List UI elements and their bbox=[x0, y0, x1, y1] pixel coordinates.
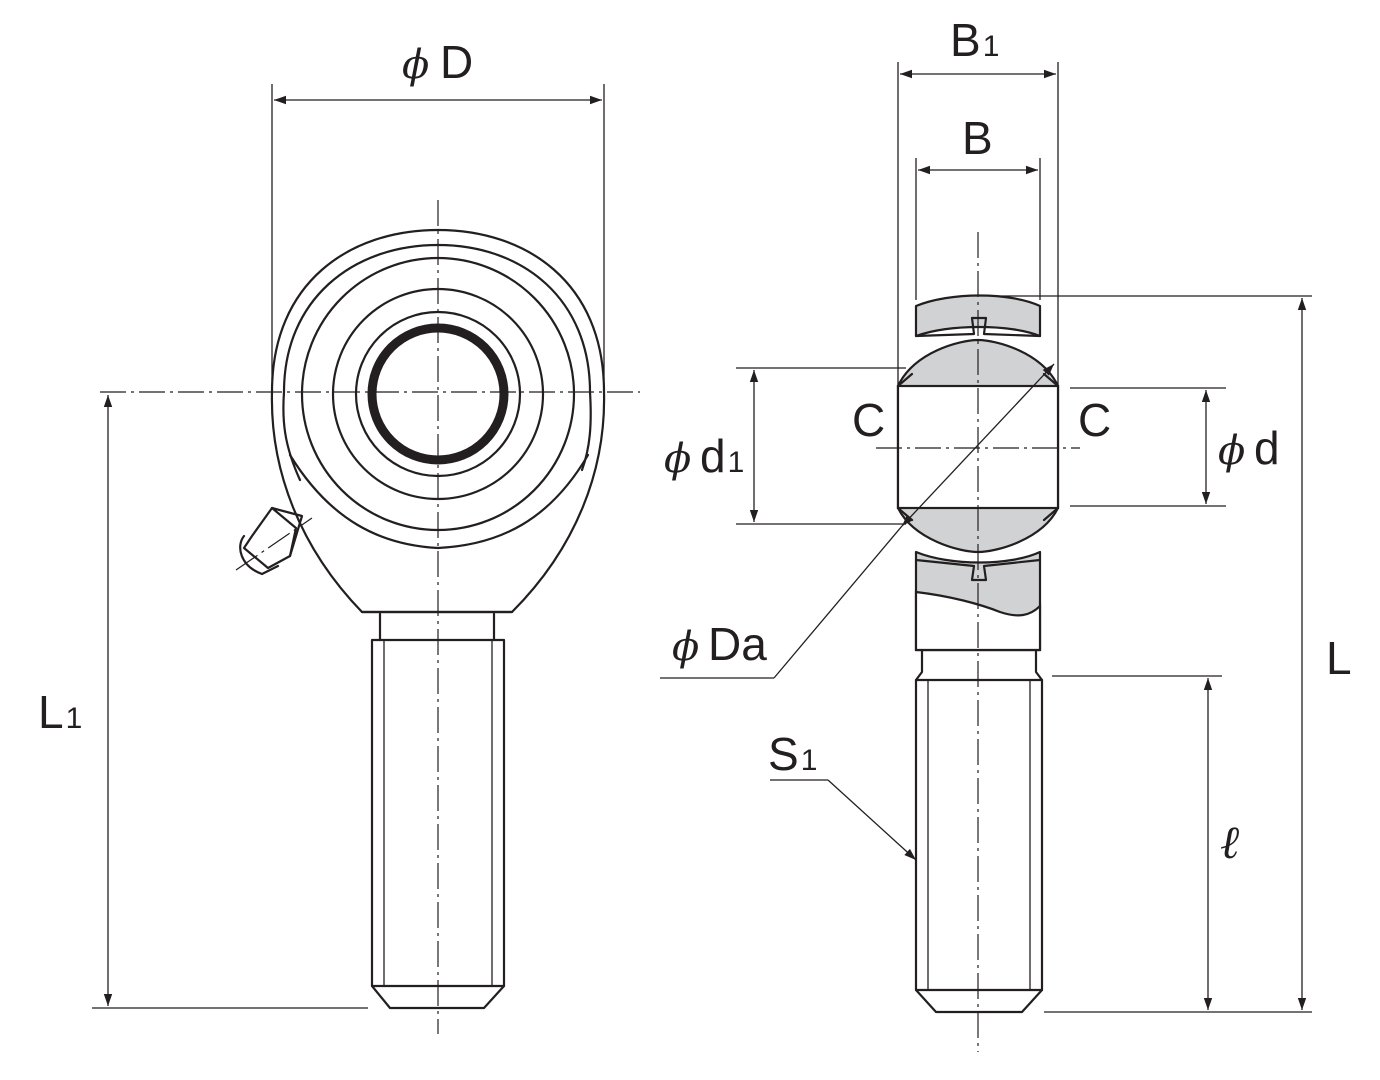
front-view bbox=[100, 200, 640, 1034]
label-B: B bbox=[962, 112, 993, 164]
dimension-Da: ϕ Da bbox=[660, 363, 1055, 679]
side-threaded-shank bbox=[914, 648, 1044, 1014]
housing-top-groove bbox=[914, 316, 1042, 338]
leader-S1: S1 bbox=[768, 728, 917, 861]
phi-symbol: ϕ bbox=[664, 436, 691, 482]
dimension-d: ϕ d bbox=[1070, 387, 1280, 507]
label-D: D bbox=[440, 36, 473, 88]
phi-symbol: ϕ bbox=[1218, 428, 1245, 474]
label-C-right: C bbox=[1078, 394, 1111, 446]
eye-inner-contour bbox=[282, 243, 592, 482]
label-d1: d1 bbox=[700, 430, 744, 482]
label-ell: ℓ bbox=[1220, 815, 1240, 869]
housing-neck-cut bbox=[914, 590, 1042, 652]
label-d: d bbox=[1254, 422, 1280, 474]
label-L: L bbox=[1326, 632, 1352, 684]
eye-lower-curve bbox=[288, 453, 590, 550]
label-L1: L1 bbox=[38, 686, 82, 738]
dimension-L1: L1 bbox=[38, 395, 368, 1009]
side-view bbox=[876, 232, 1080, 1052]
dimension-ell: ℓ bbox=[1052, 675, 1240, 1010]
label-S1: S1 bbox=[768, 728, 817, 780]
threaded-shank bbox=[370, 638, 506, 1010]
dimension-d1: ϕ d1 bbox=[664, 367, 906, 525]
dimension-B1: B1 bbox=[897, 14, 1059, 386]
phi-symbol: ϕ bbox=[402, 42, 429, 88]
dimension-L: L bbox=[996, 295, 1352, 1013]
grease-nipple bbox=[235, 506, 313, 576]
label-Da: Da bbox=[708, 618, 767, 670]
label-C-left: C bbox=[852, 394, 885, 446]
dimension-B: B bbox=[915, 112, 1041, 300]
label-B1: B1 bbox=[950, 14, 999, 66]
housing-bottom-groove bbox=[914, 558, 1042, 582]
dimension-D: ϕ D bbox=[271, 36, 605, 380]
eye-outer-contour bbox=[270, 228, 606, 614]
phi-symbol: ϕ bbox=[672, 624, 699, 670]
shank-neck bbox=[360, 610, 514, 642]
